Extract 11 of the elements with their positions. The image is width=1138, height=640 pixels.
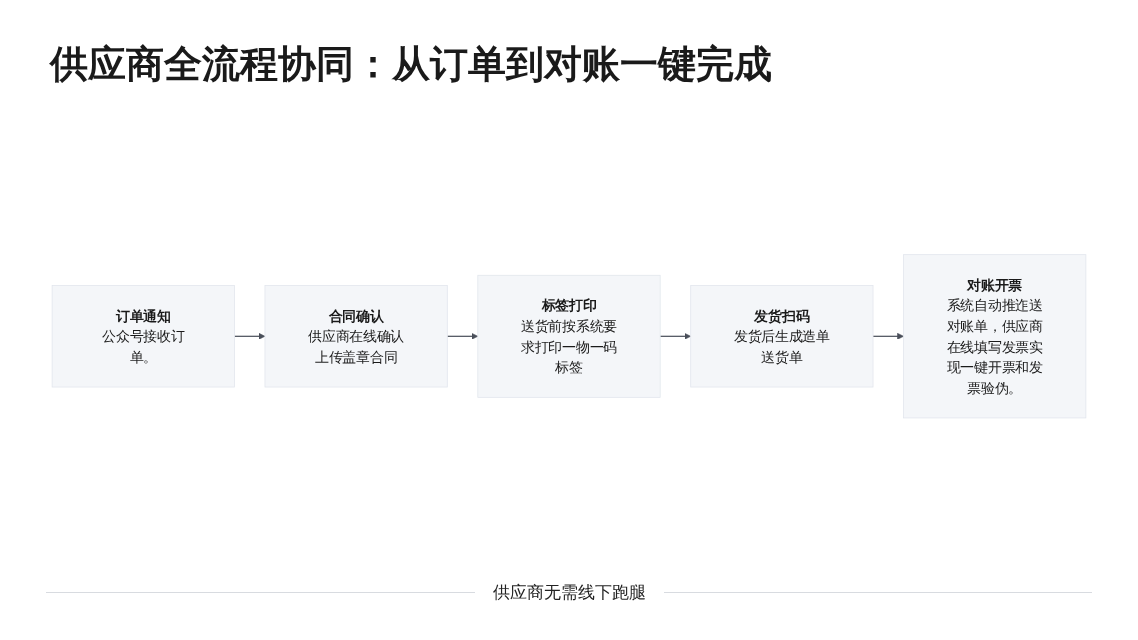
node-box: 发货扫码 发货后生成造单送货单 [690, 285, 874, 388]
arrow [233, 333, 266, 341]
node-box: 订单通知 公众号接收订单。 [51, 285, 235, 388]
node-box: 合同确认 供应商在线确认上传盖章合同 [264, 285, 448, 388]
arrow [446, 333, 479, 341]
arrow [659, 333, 691, 341]
diagram-title: 供应商全流程协同：从订单到对账一键完成 [50, 41, 773, 88]
node-box: 对账开票 系统自动推迮送对账单，供应商在线填写发票实现一键开票和发票验伪。 [903, 254, 1087, 419]
node-box: 标签打印 送货前按系统要求打印一物一码标签 [477, 275, 661, 399]
footer-note: 供应商无需线下跑腿 [492, 580, 646, 604]
arrow [872, 333, 904, 341]
